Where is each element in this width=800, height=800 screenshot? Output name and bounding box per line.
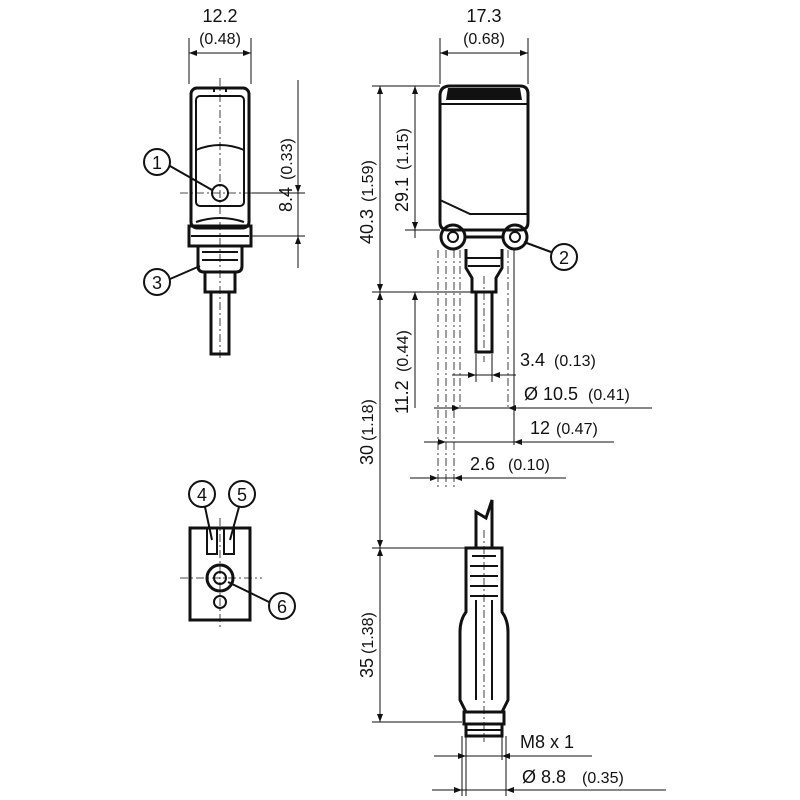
dim-b-inch: (0.41) [588, 387, 630, 404]
dim-connector-len-inch: (1.38) [360, 612, 377, 654]
bottom-view: 4 5 6 [180, 480, 296, 628]
dim-d-mm: 2.6 [470, 454, 495, 474]
dim-height-total-inch: (1.59) [360, 160, 377, 202]
dim-d-inch: (0.10) [508, 457, 550, 474]
dim-c-mm: 12 [530, 418, 550, 438]
dim-a-mm: 3.4 [520, 350, 545, 370]
dim-width-side-mm: 17.3 [466, 6, 501, 26]
dim-height-total-mm: 40.3 [357, 209, 377, 244]
dim-width-front-mm: 12.2 [202, 6, 237, 26]
dim-thread: M8 x 1 [520, 732, 574, 752]
dim-a-inch: (0.13) [554, 353, 596, 370]
dim-b-mm: Ø 10.5 [524, 384, 578, 404]
dim-height-body-inch: (1.15) [395, 128, 412, 170]
callout-6: 6 [277, 597, 287, 617]
callout-5: 5 [237, 485, 247, 505]
dim-optic-offset-mm: 8.4 [276, 187, 296, 212]
dim-connector-dia-inch: (0.35) [582, 770, 624, 787]
dim-width-side-inch: (0.68) [463, 31, 505, 48]
dim-cable-len-mm: 30 [357, 445, 377, 465]
dim-stub-len-mm: 11.2 [392, 380, 412, 414]
dim-width-front-inch: (0.48) [199, 31, 241, 48]
side-view: 17.3 (0.68) 40.3 (1.59) [357, 6, 652, 490]
dim-connector-dia-mm: Ø 8.8 [522, 767, 566, 787]
connector-view: 30 (1.18) 35 (1.38) M8 x 1 [357, 292, 666, 796]
front-view: 12.2 (0.48) 8.4 (0.33) 1 [143, 6, 305, 360]
callout-2: 2 [559, 248, 569, 268]
dim-optic-offset-inch: (0.33) [279, 138, 296, 180]
dim-cable-len-inch: (1.18) [360, 399, 377, 441]
dim-height-body-mm: 29.1 [392, 177, 412, 212]
callout-4: 4 [197, 485, 207, 505]
dim-stub-len-inch: (0.44) [395, 330, 412, 372]
dim-c-inch: (0.47) [556, 421, 598, 438]
callout-3: 3 [152, 273, 162, 293]
callout-1: 1 [152, 153, 162, 173]
dim-connector-len-mm: 35 [357, 658, 377, 678]
